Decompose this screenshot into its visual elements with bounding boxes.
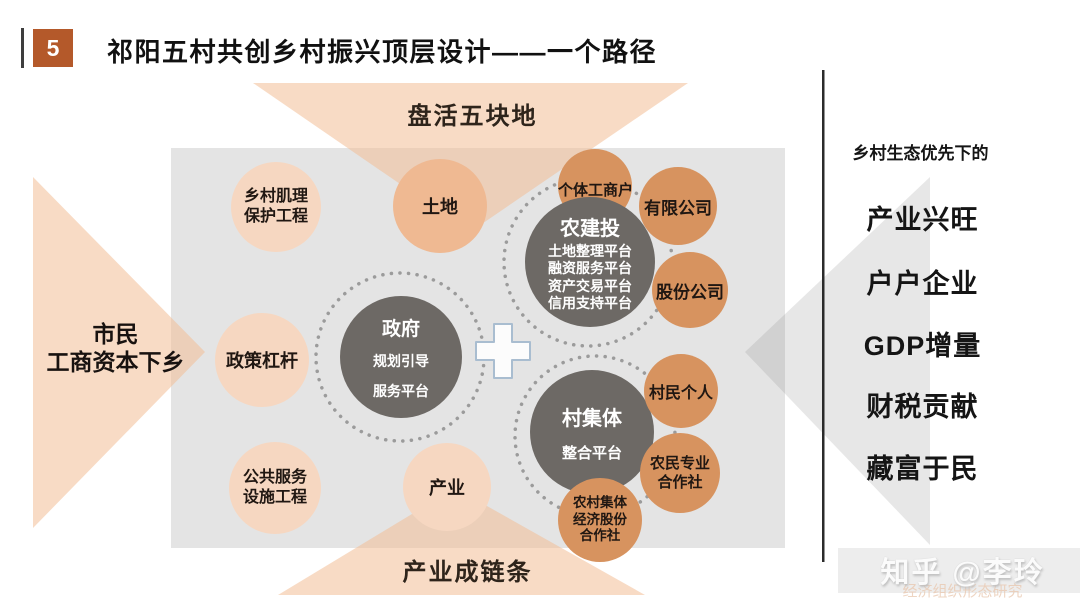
left-flow-label: 市民 工商资本下乡 xyxy=(18,320,213,376)
public-service-line2: 设施工程 xyxy=(242,489,307,506)
government-item-1: 规划引导 xyxy=(373,352,429,369)
right-panel-item-1: 产业兴旺 xyxy=(866,205,979,235)
slide-title: 祁阳五村共创乡村振兴顶层设计——一个路径 xyxy=(107,37,658,67)
circle-government: 政府 规划引导 服务平台 xyxy=(340,296,462,418)
top-flow-label: 盘活五块地 xyxy=(407,103,538,130)
nongjiantou-item-2: 融资服务平台 xyxy=(548,260,632,276)
rural-texture-line1: 乡村肌理 xyxy=(243,188,308,205)
right-panel-item-4: 财税贡献 xyxy=(866,392,979,422)
circle-farmer-coop: 农民专业 合作社 xyxy=(640,433,720,513)
right-panel-heading: 乡村生态优先下的 xyxy=(852,144,989,163)
watermark-band xyxy=(838,548,1080,593)
nongjiantou-title: 农建投 xyxy=(560,217,620,240)
rural-collective-coop-line2: 经济股份 xyxy=(573,511,627,527)
right-outcome-triangle xyxy=(745,177,930,545)
plus-icon xyxy=(475,323,531,379)
left-flow-triangle xyxy=(33,177,205,528)
watermark-main-text: 知乎 @李玲 xyxy=(880,557,1045,589)
village-collective-item-1: 整合平台 xyxy=(561,444,622,462)
circle-villager-individual: 村民个人 xyxy=(644,354,718,428)
nongjiantou-item-4: 信用支持平台 xyxy=(548,295,632,311)
individual-business-label: 个体工商户 xyxy=(557,182,633,199)
right-panel-item-3: GDP增量 xyxy=(863,331,982,361)
slide-number-badge: 5 xyxy=(33,29,73,67)
government-title: 政府 xyxy=(381,318,420,340)
right-panel-item-2: 户户企业 xyxy=(866,269,979,299)
circle-village-collective: 村集体 整合平台 xyxy=(530,370,654,494)
circle-public-service-project: 公共服务 设施工程 xyxy=(229,442,321,534)
left-flow-line2: 工商资本下乡 xyxy=(46,349,185,375)
bottom-flow-triangle xyxy=(278,488,645,595)
bottom-flow-label: 产业成链条 xyxy=(402,559,533,586)
rural-texture-line2: 保护工程 xyxy=(243,208,308,225)
circle-land: 土地 xyxy=(393,159,487,253)
vertical-divider-line xyxy=(822,70,825,562)
village-collective-title: 村集体 xyxy=(562,407,622,430)
watermark-sub-text: 经济组织形态研究 xyxy=(902,583,1023,600)
circle-policy-lever: 政策杠杆 xyxy=(215,313,309,407)
circle-stock-company: 股份公司 xyxy=(652,252,728,328)
left-flow-line1: 市民 xyxy=(92,321,139,347)
nongjiantou-item-1: 土地整理平台 xyxy=(548,242,632,259)
rural-collective-coop-line3: 合作社 xyxy=(579,528,621,544)
right-panel-item-5: 藏富于民 xyxy=(866,454,979,484)
public-service-line1: 公共服务 xyxy=(242,469,307,486)
circle-rural-texture-project: 乡村肌理 保护工程 xyxy=(231,162,321,252)
nongjiantou-item-3: 资产交易平台 xyxy=(548,277,632,294)
top-flow-triangle xyxy=(253,83,688,232)
circle-industry: 产业 xyxy=(403,443,491,531)
left-edge-line xyxy=(21,28,24,68)
rural-collective-coop-line1: 农村集体 xyxy=(573,495,627,511)
circle-rural-collective-coop: 农村集体 经济股份 合作社 xyxy=(558,478,642,562)
circle-nongjiantou: 农建投 土地整理平台 融资服务平台 资产交易平台 信用支持平台 xyxy=(525,197,655,327)
farmer-coop-line2: 合作社 xyxy=(657,474,703,491)
circle-limited-company: 有限公司 xyxy=(639,167,717,245)
farmer-coop-line1: 农民专业 xyxy=(649,455,710,472)
government-item-2: 服务平台 xyxy=(373,382,429,399)
